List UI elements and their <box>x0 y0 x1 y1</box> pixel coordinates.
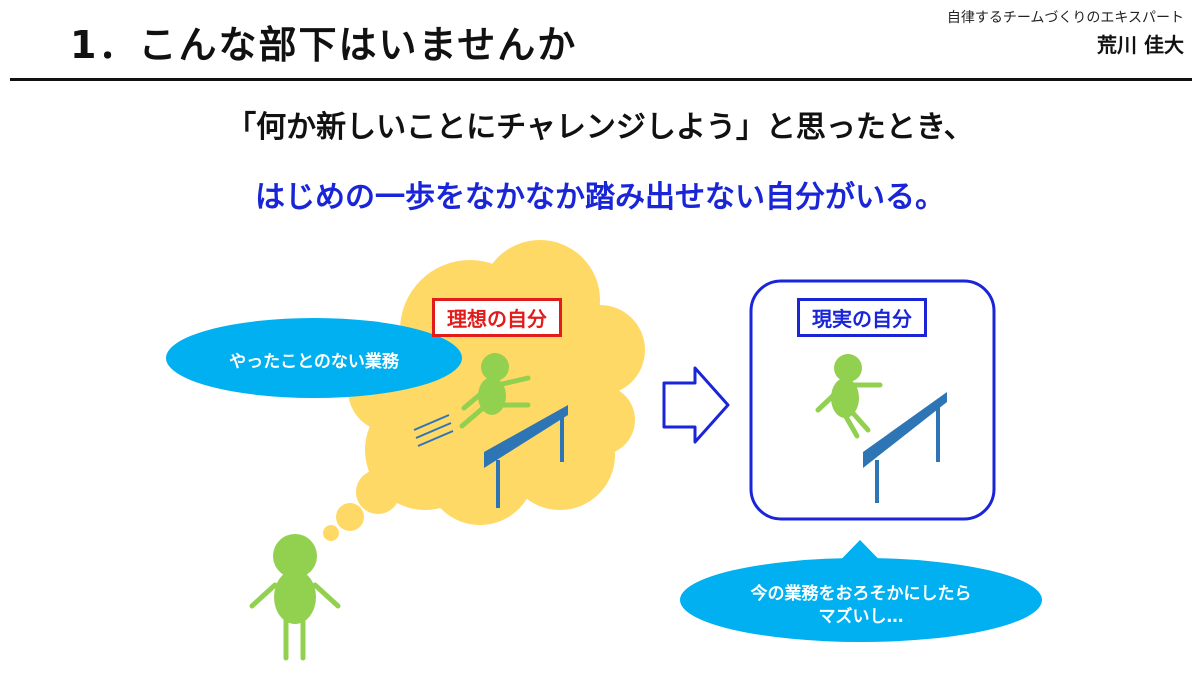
header-divider <box>10 78 1192 81</box>
bubble-right-line-1: 今の業務をおろそかにしたら <box>750 584 972 604</box>
speech-bubble-right <box>680 540 1042 642</box>
bubble-right-text: 今の業務をおろそかにしたら マズいし… <box>680 583 1042 629</box>
thought-dot-large <box>356 470 400 514</box>
ideal-hurdle <box>484 405 568 508</box>
real-self-label: 現実の自分 <box>797 298 927 337</box>
reality-figure <box>815 354 883 439</box>
bubble-left-text: やったことのない業務 <box>229 352 399 372</box>
arrow-right-icon <box>662 366 730 444</box>
speed-lines <box>413 414 454 447</box>
thought-dot-medium <box>336 503 364 531</box>
page-title: 1．こんな部下はいませんか <box>70 23 578 67</box>
thought-dot-small <box>323 525 339 541</box>
lead-line-2: はじめの一歩をなかなか踏み出せない自分がいる。 <box>255 180 945 215</box>
lead-line-1: 「何か新しいことにチャレンジしよう」と思ったとき、 <box>226 110 974 145</box>
ideal-figure <box>459 353 531 429</box>
author-name: 荒川 佳大 <box>1097 33 1184 57</box>
reality-hurdle <box>863 392 947 503</box>
ideal-self-label: 理想の自分 <box>432 298 562 337</box>
bubble-right-line-2: マズいし… <box>818 606 904 627</box>
tagline: 自律するチームづくりのエキスパート <box>946 10 1184 26</box>
reality-frame <box>749 279 996 521</box>
speech-bubble-left <box>166 318 462 398</box>
person-figure <box>249 534 341 661</box>
